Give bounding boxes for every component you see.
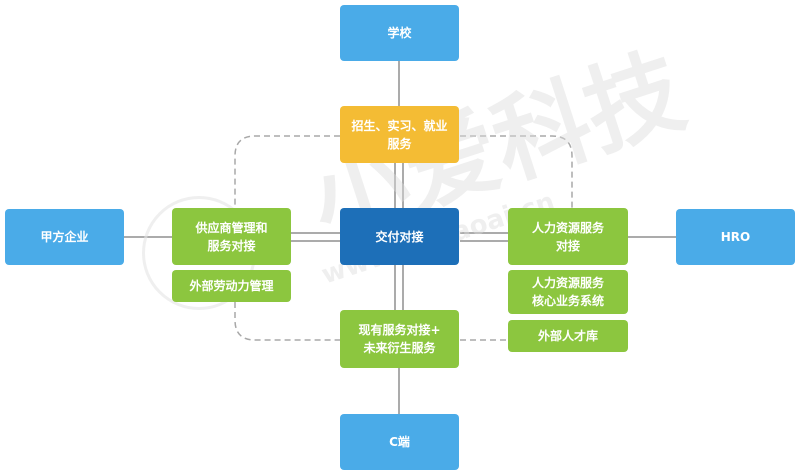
node-school[interactable]: 学校 (340, 5, 459, 61)
node-supplier[interactable]: 供应商管理和 服务对接 (172, 208, 291, 265)
node-hro[interactable]: HRO (676, 209, 795, 265)
node-delivery[interactable]: 交付对接 (340, 208, 459, 265)
node-client[interactable]: 甲方企业 (5, 209, 124, 265)
node-enrollment[interactable]: 招生、实习、就业 服务 (340, 106, 459, 163)
node-hr-system[interactable]: 人力资源服务 核心业务系统 (508, 270, 628, 314)
node-c-end[interactable]: C端 (340, 414, 459, 470)
node-existing-services[interactable]: 现有服务对接+ 未来衍生服务 (340, 310, 459, 368)
node-talent-pool[interactable]: 外部人才库 (508, 320, 628, 352)
node-hr-service[interactable]: 人力资源服务 对接 (508, 208, 628, 265)
node-external-labor[interactable]: 外部劳动力管理 (172, 270, 291, 302)
